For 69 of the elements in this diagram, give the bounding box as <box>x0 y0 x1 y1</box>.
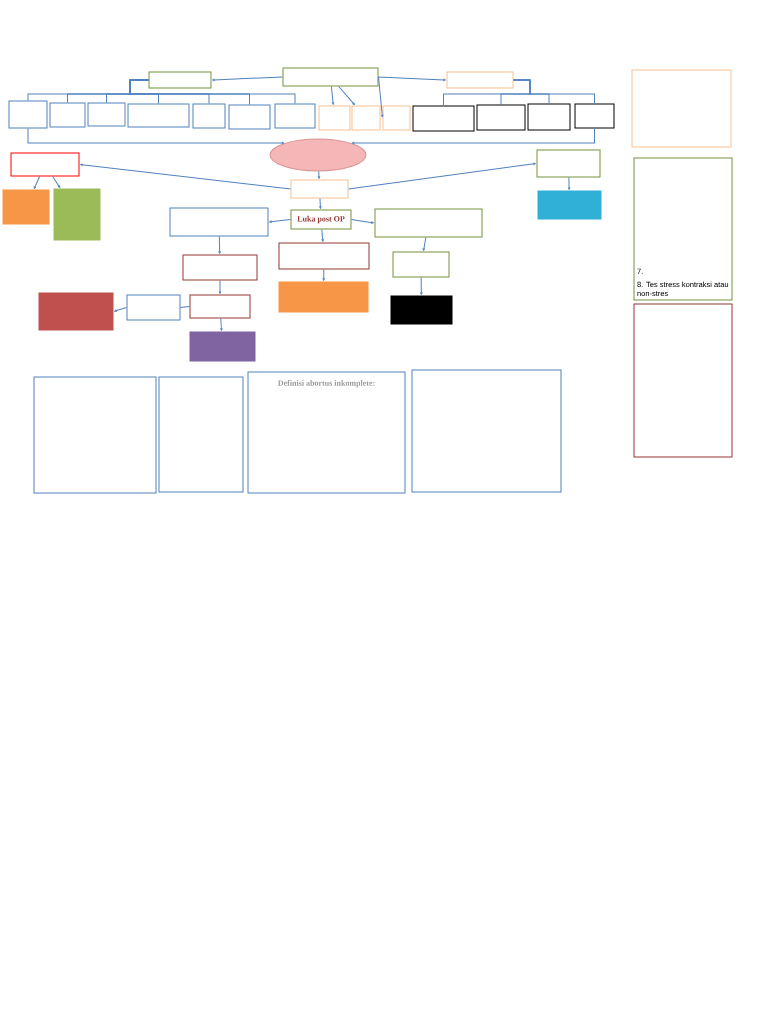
arrow <box>378 76 446 82</box>
empty-box <box>536 149 601 178</box>
arrow <box>218 236 221 254</box>
filled-box <box>537 190 602 220</box>
connector-line <box>180 306 190 308</box>
empty-box <box>633 303 733 458</box>
empty-box <box>182 254 258 281</box>
empty-box <box>10 152 80 177</box>
arrow <box>321 229 324 242</box>
arrow <box>269 219 291 223</box>
empty-box <box>127 103 190 128</box>
arrow <box>80 163 291 190</box>
filled-box <box>278 281 369 313</box>
empty-box <box>126 294 181 321</box>
arrow <box>218 280 222 294</box>
empty-box <box>192 103 226 129</box>
empty-box <box>527 103 571 131</box>
arrow <box>422 237 427 251</box>
text-box: Luka post OP <box>290 209 352 230</box>
arrow <box>351 128 595 145</box>
empty-box <box>148 71 212 89</box>
empty-box <box>158 376 244 493</box>
filled-box <box>2 189 50 225</box>
empty-box <box>351 105 381 131</box>
empty-box <box>392 251 450 278</box>
filled-box <box>390 295 453 325</box>
arrow <box>420 277 423 295</box>
arrow <box>212 76 283 82</box>
text-box: Definisi abortus inkomplete: <box>247 371 406 494</box>
empty-box <box>476 104 526 131</box>
filled-box <box>53 188 101 241</box>
empty-box <box>631 69 732 148</box>
empty-box <box>446 71 514 89</box>
empty-box <box>382 105 411 131</box>
arrow <box>319 198 322 209</box>
empty-box <box>8 100 48 129</box>
empty-box <box>228 104 271 130</box>
arrow <box>322 269 326 281</box>
empty-box <box>189 294 251 319</box>
arrow <box>338 86 355 106</box>
connector-line <box>129 79 296 104</box>
arrow <box>378 76 384 118</box>
empty-box <box>87 102 126 127</box>
arrow <box>567 177 571 190</box>
filled-box <box>189 331 256 362</box>
arrow <box>330 86 335 105</box>
arrow <box>27 128 285 145</box>
empty-box <box>411 369 562 493</box>
arrow <box>348 162 536 190</box>
arrow <box>113 307 127 312</box>
empty-box <box>33 376 157 494</box>
empty-box <box>290 179 349 199</box>
empty-box <box>574 103 615 129</box>
empty-box <box>49 102 86 128</box>
empty-box <box>169 207 269 237</box>
filled-box <box>38 292 114 331</box>
empty-box <box>318 105 351 131</box>
empty-box <box>374 208 483 238</box>
empty-box <box>278 242 370 270</box>
ellipse <box>269 138 367 172</box>
arrow <box>33 176 41 190</box>
arrow <box>351 219 374 224</box>
empty-box <box>282 67 379 87</box>
arrow <box>220 318 223 331</box>
empty-box <box>274 103 316 129</box>
arrow <box>52 176 61 189</box>
connector-line <box>513 79 595 104</box>
arrow <box>317 171 321 179</box>
empty-box <box>412 105 475 132</box>
